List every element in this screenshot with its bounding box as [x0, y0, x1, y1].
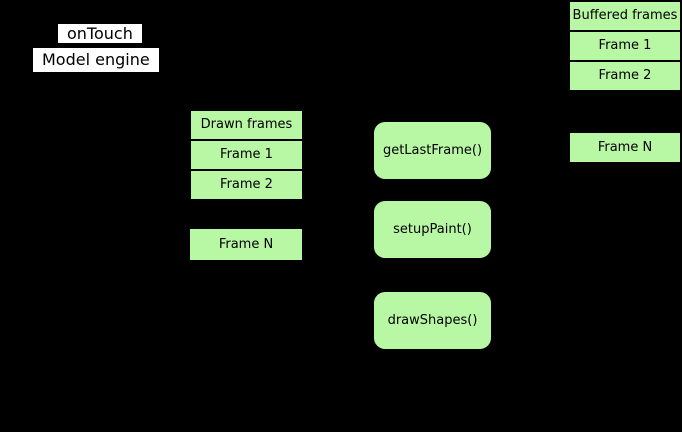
drawn-frames-frame-n-node: Frame N — [190, 229, 302, 260]
buffered-frames-frame-n-node: Frame N — [570, 133, 680, 162]
label-model-engine: Model engine — [33, 48, 159, 72]
method-node-getlastframe: getLastFrame() — [374, 122, 491, 179]
label-ontouch: onTouch — [58, 24, 142, 43]
buffered-frames-row-frame2: Frame 2 — [570, 60, 680, 90]
drawn-frames-header: Drawn frames — [191, 111, 302, 139]
method-node-setuppaint: setupPaint() — [374, 201, 491, 258]
buffered-frames-row-frame1: Frame 1 — [570, 30, 680, 60]
drawn-frames-row-frame1: Frame 1 — [191, 139, 302, 169]
drawn-frames-table: Drawn frames Frame 1 Frame 2 — [191, 111, 302, 199]
method-node-drawshapes: drawShapes() — [374, 292, 491, 349]
buffered-frames-table: Buffered frames Frame 1 Frame 2 — [570, 2, 680, 90]
drawn-frames-row-frame2: Frame 2 — [191, 169, 302, 199]
buffered-frames-header: Buffered frames — [570, 2, 680, 30]
